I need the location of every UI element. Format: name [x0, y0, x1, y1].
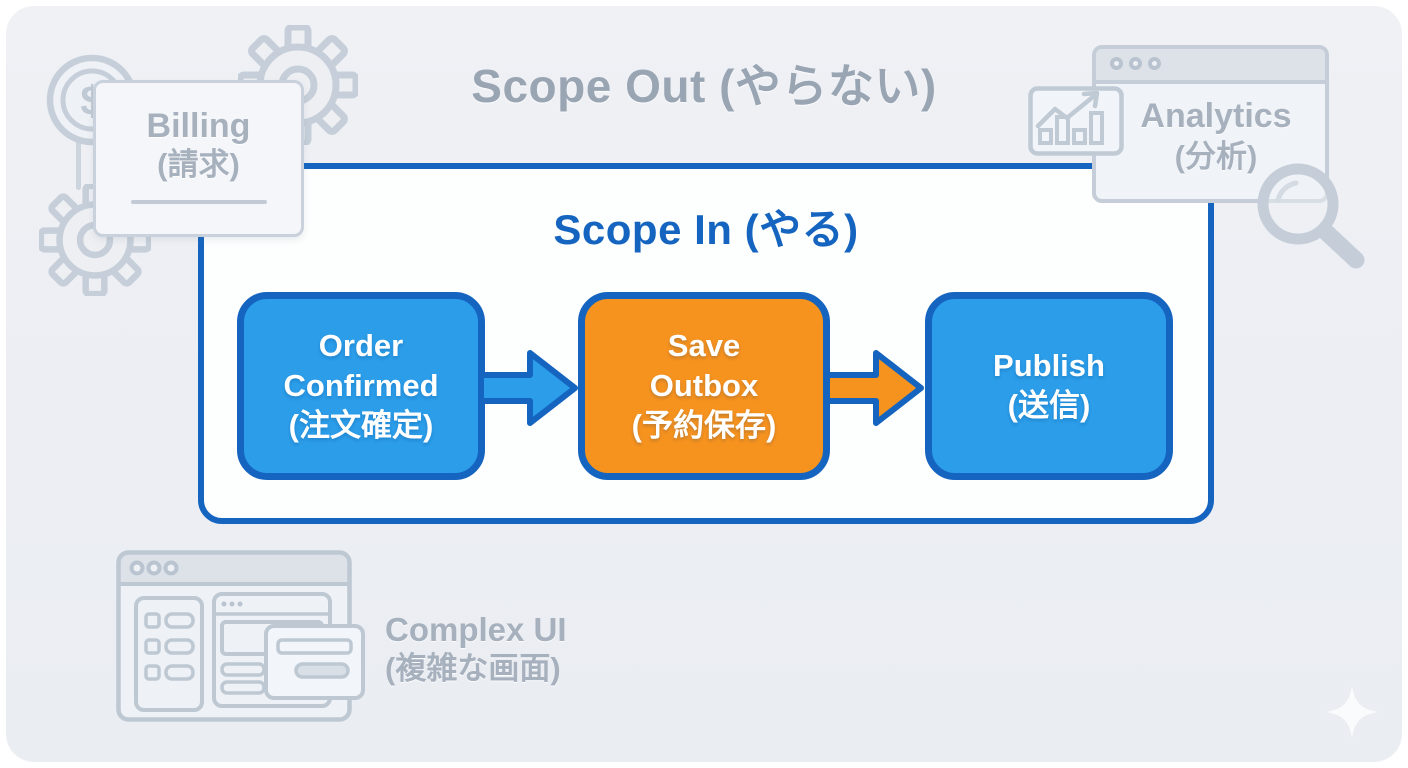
flow-step-publish: Publish (送信) [925, 292, 1173, 480]
flow-step-save-outbox: Save Outbox (予約保存) [578, 292, 830, 480]
bar-chart-icon [1028, 86, 1124, 156]
billing-card: Billing (請求) [93, 80, 304, 237]
step-subtitle-ja: (予約保存) [631, 407, 777, 443]
flow-arrow-icon [824, 350, 924, 426]
scope-in-title: Scope In (やる) [553, 206, 859, 253]
complex-ui-label-ja: (複雑な画面) [385, 650, 561, 686]
magnifier-icon [1257, 163, 1365, 269]
icon-connector-line [76, 138, 81, 190]
step-subtitle-ja: (注文確定) [288, 407, 434, 443]
billing-underline [130, 199, 267, 204]
complex-ui-label: Complex UI [385, 611, 567, 648]
browser-window-icon [1092, 45, 1329, 203]
complex-ui-label-group: Complex UI (複雑な画面) [385, 610, 567, 688]
wireframe-browser-window-icon [116, 550, 365, 722]
flow-arrow-icon [478, 350, 578, 426]
window-titlebar [1096, 49, 1325, 84]
step-subtitle-ja: (送信) [1007, 388, 1091, 423]
step-title: Save Outbox [649, 328, 759, 404]
billing-label: Billing [146, 107, 251, 145]
window-dot-icon [1148, 57, 1161, 70]
analytics-label-group: Analytics (分析) [1116, 96, 1316, 177]
window-dot-icon [1129, 57, 1142, 70]
sparkle-icon [1326, 686, 1378, 738]
step-title: Order Confirmed [283, 328, 439, 404]
analytics-label: Analytics [1140, 97, 1292, 135]
flow-step-order-confirmed: Order Confirmed (注文確定) [237, 292, 485, 480]
analytics-label-ja: (分析) [1174, 138, 1258, 174]
window-dot-icon [1110, 57, 1123, 70]
scope-out-title: Scope Out (やらない) [471, 60, 937, 112]
step-title: Publish [993, 348, 1105, 384]
billing-label-ja: (請求) [157, 147, 240, 183]
